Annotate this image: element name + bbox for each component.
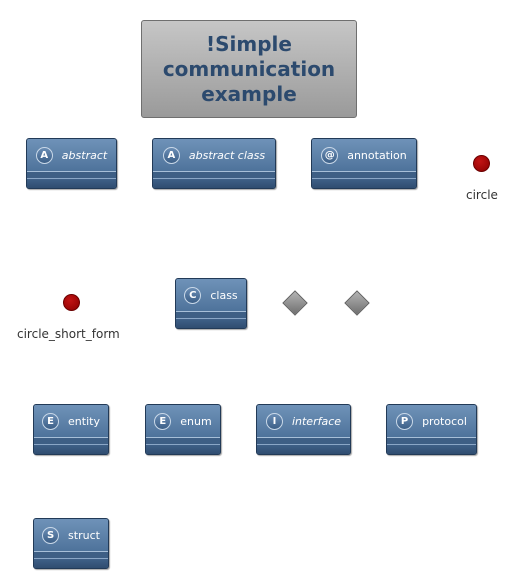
protocol-badge-icon: P — [396, 412, 414, 430]
abstract-badge-icon: A — [162, 146, 180, 164]
class-node-class[interactable]: C class — [175, 278, 247, 329]
class-node-label: class — [210, 288, 238, 302]
circle-short-form-label: circle_short_form — [17, 327, 120, 341]
struct-badge-icon: S — [42, 526, 60, 544]
class-badge-icon: C — [184, 286, 202, 304]
class-node-label: abstract class — [188, 148, 266, 162]
class-node-protocol[interactable]: P protocol — [386, 404, 477, 455]
diamond-node[interactable] — [282, 290, 308, 316]
class-node-entity[interactable]: E entity — [33, 404, 109, 455]
diamond-node[interactable] — [344, 290, 370, 316]
class-node-struct[interactable]: S struct — [33, 518, 109, 569]
class-node-abstract-class[interactable]: A abstract class — [152, 138, 276, 189]
class-node-label: protocol — [422, 414, 467, 428]
class-node-label: entity — [68, 414, 100, 428]
enum-badge-icon: E — [154, 412, 172, 430]
class-node-label: struct — [68, 528, 100, 542]
annotation-badge-icon: @ — [321, 146, 339, 164]
class-node-label: annotation — [347, 148, 407, 162]
class-node-abstract[interactable]: A abstract — [26, 138, 117, 189]
class-node-interface[interactable]: I interface — [256, 404, 351, 455]
circle-short-form-node[interactable] — [63, 294, 80, 311]
circle-node[interactable] — [473, 155, 490, 172]
class-node-label: abstract — [61, 148, 108, 162]
circle-label: circle — [466, 188, 498, 202]
class-node-enum[interactable]: E enum — [145, 404, 221, 455]
class-node-annotation[interactable]: @ annotation — [311, 138, 417, 189]
diagram-title: !Simple communication example — [141, 20, 357, 118]
abstract-badge-icon: A — [35, 146, 53, 164]
class-node-label: enum — [180, 414, 212, 428]
entity-badge-icon: E — [42, 412, 60, 430]
class-node-label: interface — [291, 414, 342, 428]
interface-badge-icon: I — [265, 412, 283, 430]
